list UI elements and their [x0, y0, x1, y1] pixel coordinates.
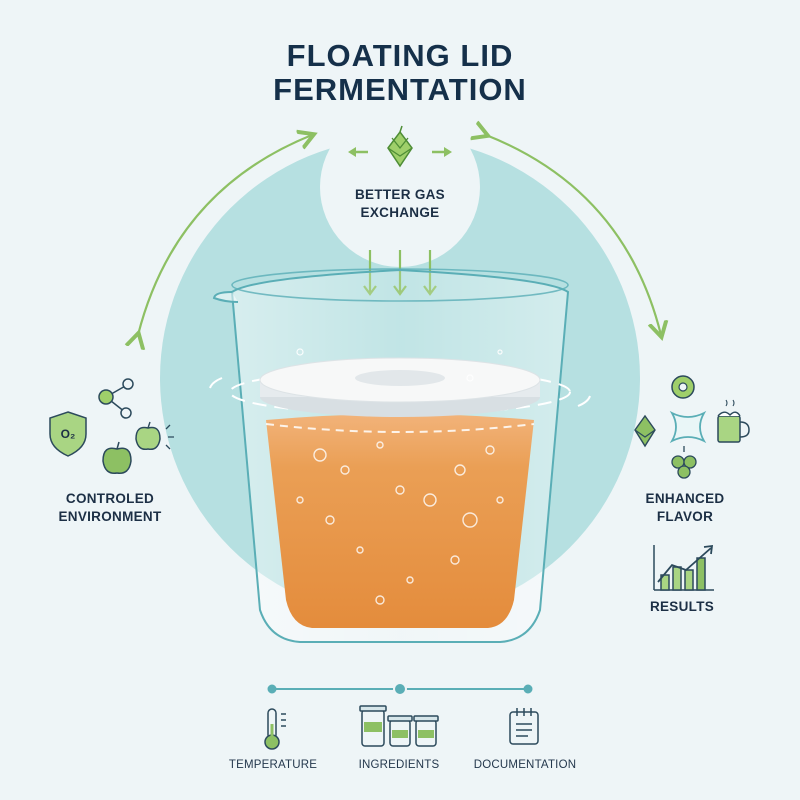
bottom-label-temperature: TEMPERATURE [228, 759, 318, 771]
bottom-label-documentation: DOCUMENTATION [473, 759, 577, 771]
notebook-icon [509, 708, 539, 745]
rotation-ring [229, 369, 571, 415]
left-feature-label: CONTROLED ENVIRONMENT [20, 490, 200, 526]
right-feature-label: ENHANCED FLAVOR [610, 490, 760, 526]
top-feature-bubble [320, 107, 480, 267]
flavor-burst-icon [669, 410, 707, 444]
sparkle-apple-icon [135, 421, 174, 451]
right-feature-line-1: ENHANCED [645, 491, 725, 506]
right-hop-icon [634, 414, 656, 448]
apple-icon [102, 441, 132, 474]
oxygen-shield-icon: O₂ [49, 411, 87, 457]
fermenting-liquid [266, 414, 534, 628]
thermometer-icon [264, 708, 286, 750]
left-feature-line-2: ENVIRONMENT [58, 509, 162, 524]
left-feature-line-1: CONTROLED [65, 491, 155, 506]
liquid-surface-dashes [265, 423, 535, 433]
svg-text:O₂: O₂ [61, 427, 76, 441]
left-curved-arrow [138, 135, 312, 335]
rotation-arrow-right [577, 395, 591, 407]
berries-icon [671, 446, 697, 479]
air-bubbles [296, 348, 503, 382]
right-apple-icon [671, 375, 695, 399]
right-feature-line-2: FLAVOR [656, 509, 714, 524]
top-feature-line-1: BETTER GAS [354, 187, 445, 202]
right-curved-arrow [486, 135, 661, 335]
bottom-timeline [267, 682, 533, 696]
top-feature-line-2: EXCHANGE [360, 205, 440, 220]
title-line-1: FLOATING LID [286, 38, 514, 73]
jars-icon [359, 705, 439, 747]
liquid-bubbles [296, 441, 504, 605]
rotation-arrow-left [209, 377, 223, 389]
bar-chart-icon [653, 544, 714, 591]
gas-side-arrows [348, 147, 452, 157]
title-line-2: FERMENTATION [273, 72, 527, 107]
floating-lid [259, 357, 541, 417]
top-feature-label: BETTER GAS EXCHANGE [320, 186, 480, 222]
bottom-label-ingredients: INGREDIENTS [358, 759, 440, 771]
hop-icon [387, 125, 413, 168]
molecule-icon [98, 378, 134, 419]
beer-mug-icon [717, 399, 750, 443]
results-label: RESULTS [649, 599, 715, 614]
